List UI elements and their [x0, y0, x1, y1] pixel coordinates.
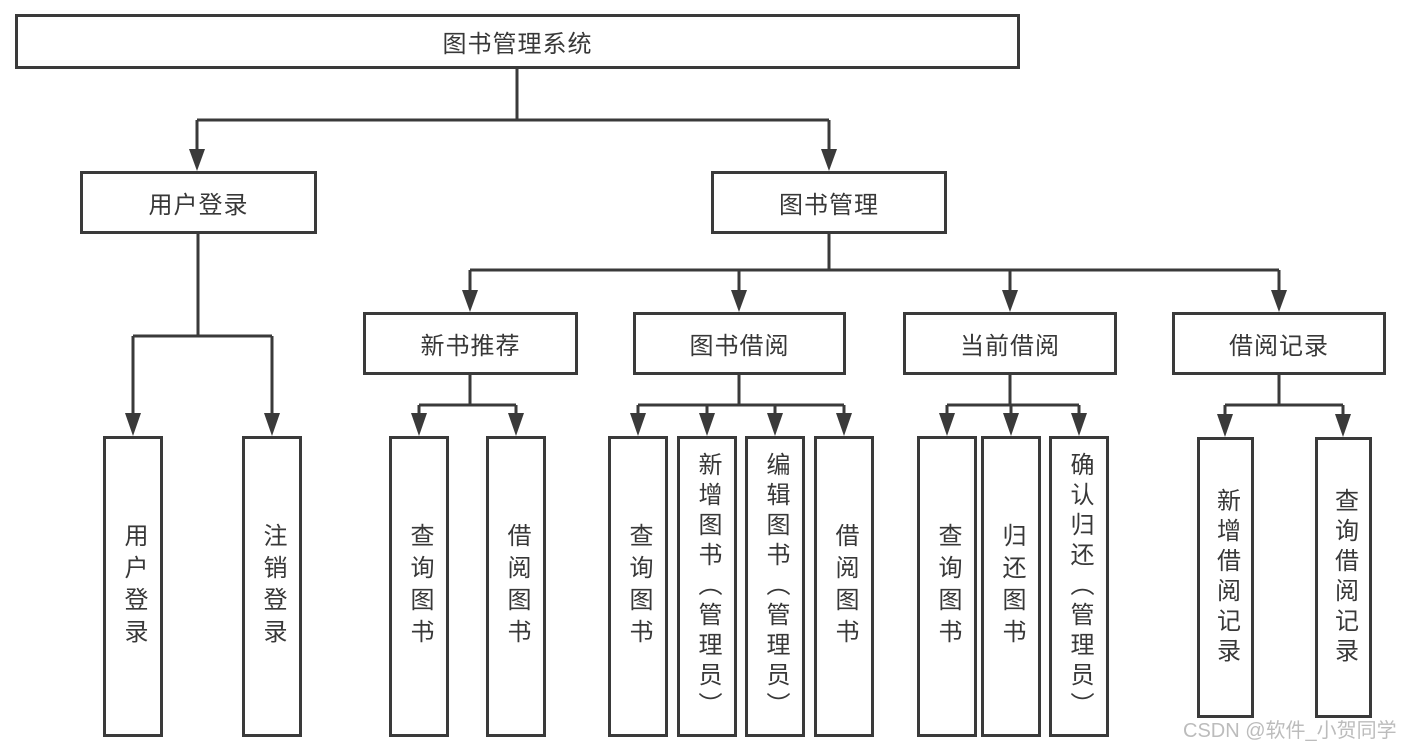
node-new-book-recommend: 新书推荐: [363, 312, 578, 375]
node-label: 查询图书: [625, 522, 652, 651]
node-label: 图书借阅: [689, 333, 790, 360]
leaf-logout: 注销登录: [242, 436, 302, 737]
connector-bookborrow-to-leaves: [636, 375, 846, 417]
leaf-query-books-current: 查询图书: [917, 436, 977, 737]
node-label: 借阅图书: [503, 522, 530, 651]
arrowhead: [731, 290, 747, 312]
node-book-management: 图书管理: [711, 171, 947, 234]
arrowhead: [836, 413, 852, 436]
connector-bookmgmt-to-level3: [468, 234, 1281, 293]
node-label: 注销登录: [259, 522, 286, 651]
node-label: 确认归还（管理员）: [1066, 451, 1093, 722]
node-label: 归还图书: [998, 522, 1025, 651]
arrowhead: [699, 413, 715, 436]
connector-borrowrecords-to-leaves: [1223, 375, 1345, 418]
node-borrow-records: 借阅记录: [1172, 312, 1386, 375]
node-label: 新增图书（管理员）: [694, 451, 721, 722]
arrowhead: [939, 413, 955, 436]
arrowhead: [462, 290, 478, 312]
node-user-login: 用户登录: [80, 171, 317, 234]
leaf-query-books-borrow: 查询图书: [608, 436, 668, 737]
arrowheads: [125, 149, 1351, 437]
node-label: 图书管理系统: [442, 31, 593, 58]
node-label: 查询图书: [406, 522, 433, 651]
arrowhead: [821, 149, 837, 171]
leaf-user-login: 用户登录: [103, 436, 163, 737]
arrowhead: [264, 413, 280, 436]
arrowhead: [1071, 413, 1087, 436]
node-label: 图书管理: [779, 192, 879, 219]
node-library-management-system: 图书管理系统: [15, 14, 1020, 69]
arrowhead: [411, 413, 427, 436]
arrowhead: [630, 413, 646, 436]
arrowhead: [508, 413, 524, 436]
node-label: 查询借阅记录: [1330, 487, 1358, 668]
node-current-borrow: 当前借阅: [903, 312, 1117, 375]
node-label: 借阅图书: [831, 522, 858, 651]
connector-newbook-to-leaves: [417, 375, 518, 417]
arrowhead: [1271, 290, 1287, 312]
connector-userlogin-to-leaves: [131, 234, 274, 417]
arrowhead: [767, 413, 783, 436]
arrowhead: [1217, 414, 1233, 437]
leaf-query-borrow-record: 查询借阅记录: [1315, 437, 1372, 718]
node-label: 用户登录: [148, 192, 249, 219]
leaf-confirm-return-admin: 确认归还（管理员）: [1049, 436, 1109, 737]
leaf-add-book-admin: 新增图书（管理员）: [677, 436, 737, 737]
node-label: 新增借阅记录: [1212, 487, 1240, 668]
node-book-borrow: 图书借阅: [633, 312, 846, 375]
arrowhead: [125, 413, 141, 436]
arrowhead: [1003, 413, 1019, 436]
arrowhead: [1335, 414, 1351, 437]
node-label: 新书推荐: [420, 333, 521, 360]
node-label: 查询图书: [934, 522, 961, 651]
node-label: 编辑图书（管理员）: [762, 451, 789, 722]
leaf-borrow-books-borrow: 借阅图书: [814, 436, 874, 737]
node-label: 借阅记录: [1229, 333, 1329, 360]
watermark: CSDN @软件_小贺同学: [1183, 720, 1397, 742]
leaf-add-borrow-record: 新增借阅记录: [1197, 437, 1254, 718]
leaf-edit-book-admin: 编辑图书（管理员）: [745, 436, 805, 737]
node-label: 用户登录: [120, 522, 147, 651]
leaf-query-books-recommend: 查询图书: [389, 436, 449, 737]
connector-currentborrow-to-leaves: [945, 375, 1081, 417]
arrowhead: [189, 149, 205, 171]
leaf-borrow-books-recommend: 借阅图书: [486, 436, 546, 737]
leaf-return-book: 归还图书: [981, 436, 1041, 737]
connector-root-to-level2: [195, 69, 831, 152]
node-label: 当前借阅: [960, 333, 1060, 360]
arrowhead: [1002, 290, 1018, 312]
